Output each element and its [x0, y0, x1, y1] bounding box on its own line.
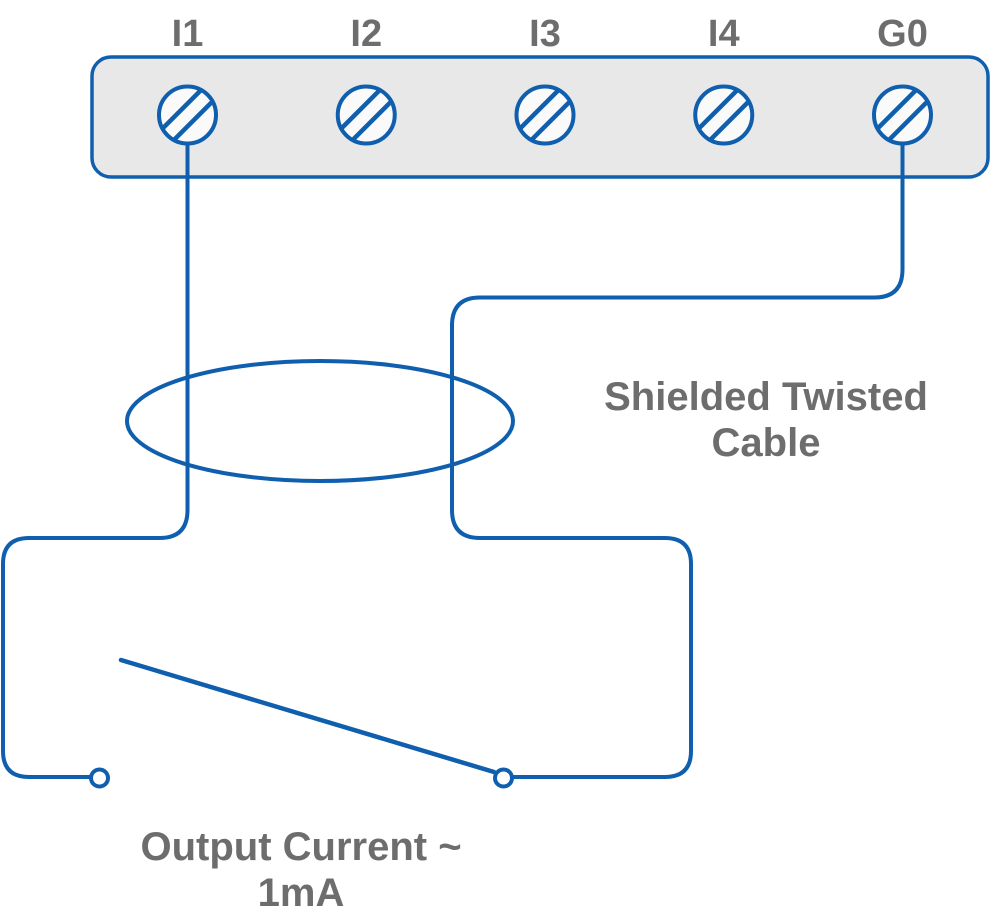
- output-annotation-line1: Output Current ~: [140, 825, 461, 869]
- screw-hatch-icon: [518, 88, 572, 142]
- screw-hatch-icon: [160, 88, 215, 142]
- terminal-label: I2: [350, 13, 382, 55]
- terminal-label: I1: [172, 13, 204, 55]
- terminal-label: G0: [877, 13, 928, 55]
- switch-contact-left: [89, 767, 110, 789]
- screw-hatch-icon: [875, 88, 930, 142]
- terminal-label: I3: [529, 13, 561, 55]
- screw-terminal-icon: [514, 84, 576, 146]
- screw-terminal-icon: [872, 84, 933, 146]
- screw-terminal-icon: [157, 84, 218, 146]
- terminal-g0: [872, 84, 933, 146]
- cable-annotation-line1: Shielded Twisted: [604, 375, 928, 419]
- screw-terminal-icon: [693, 84, 755, 146]
- switch-lever: [118, 657, 497, 775]
- screw-hatch-icon: [339, 88, 394, 142]
- terminal-i4: [693, 84, 755, 146]
- cable-annotation-line2: Cable: [712, 421, 821, 465]
- screw-terminal-icon: [335, 84, 397, 146]
- terminal-i1: [157, 84, 218, 146]
- wire-i1-to-contact: [1, 143, 190, 779]
- terminal-i3: [514, 84, 576, 146]
- cable-shield-ellipse: [125, 359, 515, 483]
- terminal-i2: [335, 84, 397, 146]
- output-annotation-line2: 1mA: [258, 871, 345, 915]
- screw-hatch-icon: [696, 88, 751, 142]
- switch-contact-right: [493, 767, 514, 789]
- terminal-label: I4: [708, 13, 740, 55]
- wire-g0-to-contact: [450, 143, 905, 779]
